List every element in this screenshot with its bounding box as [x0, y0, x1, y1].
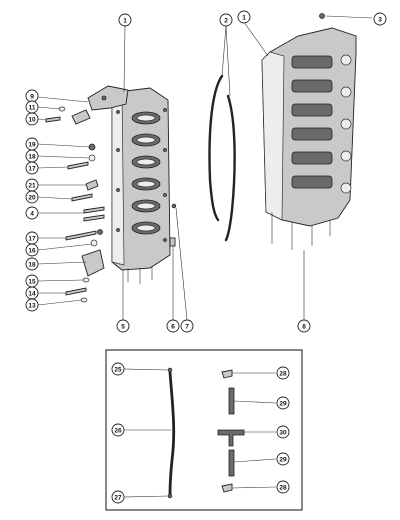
svg-text:29: 29: [279, 400, 287, 407]
cylinder-block-right: [261, 27, 357, 250]
callout-5: 5: [116, 319, 130, 333]
svg-text:7: 7: [185, 323, 189, 330]
svg-text:17: 17: [28, 165, 36, 172]
callout-1a: 1: [118, 13, 132, 27]
callout-21: 21: [25, 178, 39, 192]
left-hardware: [45, 106, 177, 303]
callout-17b: 17: [25, 231, 39, 245]
svg-text:1: 1: [123, 17, 127, 24]
callout-1b: 1: [237, 10, 251, 24]
svg-text:9: 9: [30, 93, 34, 100]
svg-text:2: 2: [224, 17, 228, 24]
callout-13: 13: [25, 298, 39, 312]
svg-text:20: 20: [28, 194, 36, 201]
callout-3: 3: [373, 12, 387, 26]
svg-text:27: 27: [114, 494, 122, 501]
callout-18: 18: [25, 149, 39, 163]
svg-text:3: 3: [378, 16, 382, 23]
svg-text:8: 8: [302, 323, 306, 330]
svg-text:17: 17: [28, 235, 36, 242]
svg-text:10: 10: [28, 116, 36, 123]
callout-11: 11: [25, 100, 39, 114]
callout-26: 26: [111, 423, 125, 437]
callout-9: 9: [25, 89, 39, 103]
svg-text:13: 13: [28, 302, 36, 309]
svg-text:29: 29: [279, 456, 287, 463]
svg-text:6: 6: [171, 323, 175, 330]
svg-text:11: 11: [29, 104, 36, 111]
svg-text:21: 21: [28, 182, 36, 189]
svg-text:28: 28: [279, 484, 287, 491]
svg-text:15: 15: [28, 278, 36, 285]
callout-28a: 28: [276, 366, 290, 380]
callout-28b: 28: [276, 480, 290, 494]
callout-14: 14: [25, 286, 39, 300]
callout-15: 15: [25, 274, 39, 288]
cylinder-block-left: [111, 87, 171, 284]
gasket-strip: [208, 74, 236, 242]
callout-10: 10: [25, 112, 39, 126]
callout-16: 16: [25, 243, 39, 257]
svg-text:19: 19: [28, 141, 36, 148]
plug-part: [319, 13, 325, 19]
callout-18b: 18: [25, 257, 39, 271]
inset-box: [105, 349, 303, 511]
leader-lines: [37, 15, 373, 498]
callout-19: 19: [25, 137, 39, 151]
callout-8: 8: [297, 319, 311, 333]
callout-29b: 29: [276, 452, 290, 466]
callout-7: 7: [180, 319, 194, 333]
svg-text:1: 1: [242, 14, 246, 21]
svg-text:30: 30: [279, 429, 287, 436]
callout-6: 6: [166, 319, 180, 333]
svg-text:16: 16: [28, 247, 36, 254]
svg-text:18: 18: [28, 261, 36, 268]
svg-text:14: 14: [28, 290, 36, 297]
svg-text:18: 18: [28, 153, 36, 160]
svg-text:4: 4: [30, 210, 34, 217]
callout-29a: 29: [276, 396, 290, 410]
svg-text:5: 5: [121, 323, 125, 330]
callout-2: 2: [219, 13, 233, 27]
svg-text:28: 28: [279, 370, 287, 377]
callout-25: 25: [111, 362, 125, 376]
svg-text:25: 25: [114, 366, 122, 373]
top-bracket: [87, 85, 129, 111]
callout-27: 27: [111, 490, 125, 504]
callout-30: 30: [276, 425, 290, 439]
callout-20: 20: [25, 190, 39, 204]
callout-17a: 17: [25, 161, 39, 175]
svg-text:26: 26: [114, 427, 122, 434]
callout-4: 4: [25, 206, 39, 220]
